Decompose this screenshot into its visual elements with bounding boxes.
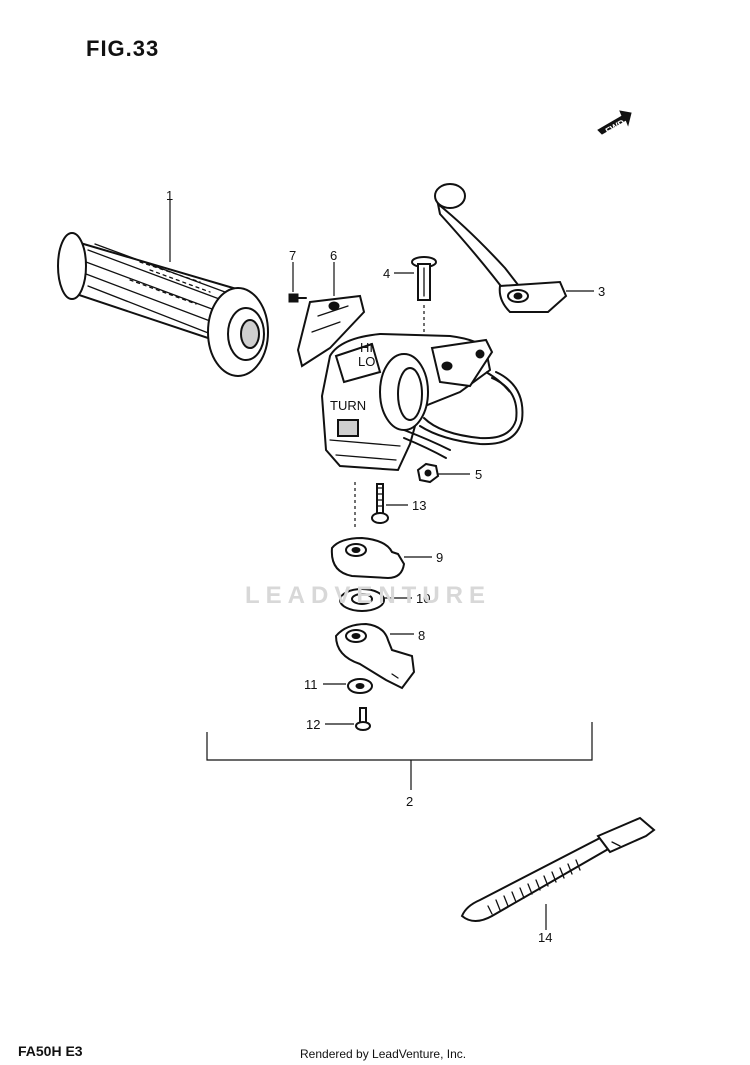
lever-part (434, 183, 568, 313)
bolt-part (354, 482, 389, 530)
screw-small-part (355, 707, 371, 731)
pivot-bolt-part (411, 256, 437, 345)
model-code: FA50H E3 (18, 1043, 83, 1059)
svg-text:13: 13 (412, 498, 426, 513)
svg-text:9: 9 (436, 550, 443, 565)
callout-2: 2 (406, 794, 413, 809)
forward-arrow-icon: FWD (597, 110, 632, 136)
callout-14: 14 (538, 904, 552, 945)
clamp-lower-part (334, 622, 416, 690)
callout-7: 7 (289, 248, 296, 292)
svg-text:12: 12 (306, 717, 320, 732)
callout-1: 1 (166, 188, 173, 262)
callout-13: 13 (386, 498, 426, 513)
clamp-upper-part (330, 536, 406, 580)
figure-title: FIG.33 (86, 36, 160, 61)
switch-label-turn: TURN (330, 398, 366, 413)
callout-9: 9 (404, 550, 443, 565)
nut-part (416, 462, 440, 484)
cable-tie-part (460, 816, 656, 922)
switch-label-lo: LO (358, 354, 375, 369)
grip-part (57, 232, 269, 377)
callout-3: 3 (566, 284, 605, 299)
svg-text:4: 4 (383, 266, 390, 281)
callout-11: 11 (304, 677, 346, 692)
svg-text:7: 7 (289, 248, 296, 263)
callout-4: 4 (383, 266, 414, 281)
switch-label-hi: HI (360, 340, 373, 355)
assembly-bracket (206, 722, 593, 790)
svg-text:11: 11 (304, 677, 318, 692)
credit-line: Rendered by LeadVenture, Inc. (300, 1047, 467, 1061)
callout-8: 8 (390, 628, 425, 643)
callout-5: 5 (438, 467, 482, 482)
callout-12: 12 (306, 717, 354, 732)
svg-text:14: 14 (538, 930, 552, 945)
switch-housing-part: HI LO TURN (320, 332, 524, 472)
screw-part (288, 293, 307, 303)
washer-small-part (347, 678, 373, 694)
svg-text:8: 8 (418, 628, 425, 643)
svg-text:6: 6 (330, 248, 337, 263)
svg-text:1: 1 (166, 188, 173, 203)
svg-text:3: 3 (598, 284, 605, 299)
callout-10: 10 (384, 591, 430, 606)
washer-part (339, 588, 385, 612)
callout-6: 6 (330, 248, 337, 296)
svg-text:2: 2 (406, 794, 413, 809)
svg-text:5: 5 (475, 467, 482, 482)
svg-text:10: 10 (416, 591, 430, 606)
switch-cover-part (296, 294, 366, 368)
watermark: LEADVENTURE (245, 582, 492, 609)
